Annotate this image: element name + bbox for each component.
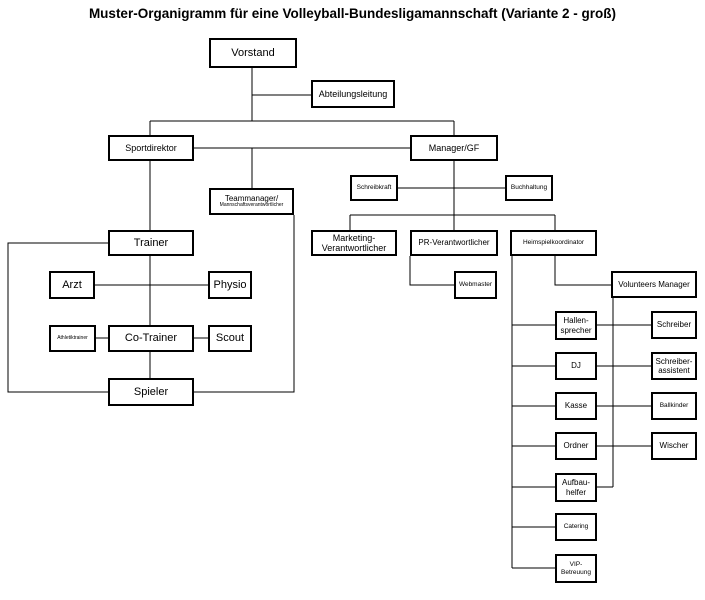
box-athletiktrainer: Athletiktrainer bbox=[49, 325, 96, 352]
box-physio-label: Physio bbox=[213, 278, 247, 291]
box-manager-gf-label: Manager/GF bbox=[428, 142, 480, 153]
box-co-trainer-label: Co-Trainer bbox=[124, 332, 178, 345]
box-arzt: Arzt bbox=[49, 271, 95, 299]
box-schreiber: Schreiber bbox=[651, 311, 697, 339]
box-aufbauhelfer: Aufbau- helfer bbox=[555, 473, 597, 502]
box-scout-label: Scout bbox=[215, 332, 245, 345]
box-webmaster: Webmaster bbox=[454, 271, 497, 299]
connector-loop-right bbox=[194, 215, 295, 393]
box-marketing-label-2: Verantwortlicher bbox=[321, 243, 387, 253]
box-aufbauhelfer-label-1: Aufbau- bbox=[561, 478, 591, 488]
box-manager-gf: Manager/GF bbox=[410, 135, 498, 161]
box-spieler-label: Spieler bbox=[133, 385, 169, 398]
box-schreiberassistent-label-1: Schreiber- bbox=[655, 356, 693, 366]
box-aufbauhelfer-label-2: helfer bbox=[565, 487, 586, 497]
box-marketing-label-1: Marketing- bbox=[332, 232, 376, 243]
box-schreiberassistent: Schreiber- assistent bbox=[651, 352, 697, 380]
box-trainer-label: Trainer bbox=[133, 236, 169, 249]
box-abteilungsleitung: Abteilungsleitung bbox=[311, 80, 395, 108]
box-teammanager: Teammanager/ Mannschaftsverantwortlicher bbox=[209, 188, 294, 215]
box-trainer: Trainer bbox=[108, 230, 194, 256]
box-arzt-label: Arzt bbox=[62, 278, 82, 291]
box-hallensprecher-label-2: sprecher bbox=[560, 325, 592, 335]
box-sportdirektor: Sportdirektor bbox=[108, 135, 194, 161]
box-pr-verantwortlicher: PR-Verantwortlicher bbox=[410, 230, 498, 256]
box-hallensprecher: Hallen- sprecher bbox=[555, 311, 597, 340]
box-physio: Physio bbox=[208, 271, 252, 299]
box-kasse-label: Kasse bbox=[564, 401, 588, 411]
box-buchhaltung: Buchhaltung bbox=[505, 175, 553, 201]
box-ballkinder-label: Ballkinder bbox=[659, 402, 689, 410]
box-schreiber-label: Schreiber bbox=[656, 320, 692, 330]
box-pr-verantwortlicher-label: PR-Verantwortlicher bbox=[418, 238, 490, 248]
box-webmaster-label: Webmaster bbox=[458, 281, 493, 289]
box-heimspielkoordinator-label: Heimspielkoordinator bbox=[522, 239, 585, 247]
box-abteilungsleitung-label: Abteilungsleitung bbox=[318, 88, 388, 99]
box-heimspielkoordinator: Heimspielkoordinator bbox=[510, 230, 597, 256]
box-wischer-label: Wischer bbox=[659, 441, 689, 451]
box-spieler: Spieler bbox=[108, 378, 194, 406]
box-vip-label-2: Betreuung bbox=[561, 568, 591, 576]
box-scout: Scout bbox=[208, 325, 252, 352]
box-schreibkraft: Schreibkraft bbox=[350, 175, 398, 201]
box-teammanager-label-1: Teammanager/ bbox=[224, 194, 279, 204]
box-marketing: Marketing- Verantwortlicher bbox=[311, 230, 397, 256]
box-vip-label-1: VIP- bbox=[569, 561, 583, 569]
box-catering: Catering bbox=[555, 513, 597, 541]
box-buchhaltung-label: Buchhaltung bbox=[510, 184, 548, 192]
box-ordner: Ordner bbox=[555, 432, 597, 460]
box-vorstand-label: Vorstand bbox=[231, 46, 275, 59]
box-ballkinder: Ballkinder bbox=[651, 392, 697, 420]
box-athletiktrainer-label: Athletiktrainer bbox=[57, 334, 88, 341]
box-catering-label: Catering bbox=[563, 523, 589, 531]
box-kasse: Kasse bbox=[555, 392, 597, 420]
box-dj-label: DJ bbox=[571, 361, 581, 371]
box-volunteers-manager-label: Volunteers Manager bbox=[618, 279, 690, 289]
box-dj: DJ bbox=[555, 352, 597, 380]
box-vorstand: Vorstand bbox=[209, 38, 297, 68]
box-sportdirektor-label: Sportdirektor bbox=[125, 142, 177, 153]
box-wischer: Wischer bbox=[651, 432, 697, 460]
connector-volunteers bbox=[554, 256, 611, 286]
connector-webmaster bbox=[409, 256, 454, 286]
box-teammanager-label-2: Mannschaftsverantwortlicher bbox=[219, 202, 284, 209]
box-co-trainer: Co-Trainer bbox=[108, 325, 194, 352]
box-schreiberassistent-label-2: assistent bbox=[658, 366, 690, 375]
chart-title: Muster-Organigramm für eine Volleyball-B… bbox=[88, 6, 617, 21]
box-ordner-label: Ordner bbox=[563, 441, 589, 451]
box-vip-betreuung: VIP- Betreuung bbox=[555, 554, 597, 583]
box-volunteers-manager: Volunteers Manager bbox=[611, 271, 697, 298]
connector-loop-left bbox=[7, 242, 108, 393]
box-schreibkraft-label: Schreibkraft bbox=[356, 184, 392, 192]
box-hallensprecher-label-1: Hallen- bbox=[563, 316, 589, 326]
